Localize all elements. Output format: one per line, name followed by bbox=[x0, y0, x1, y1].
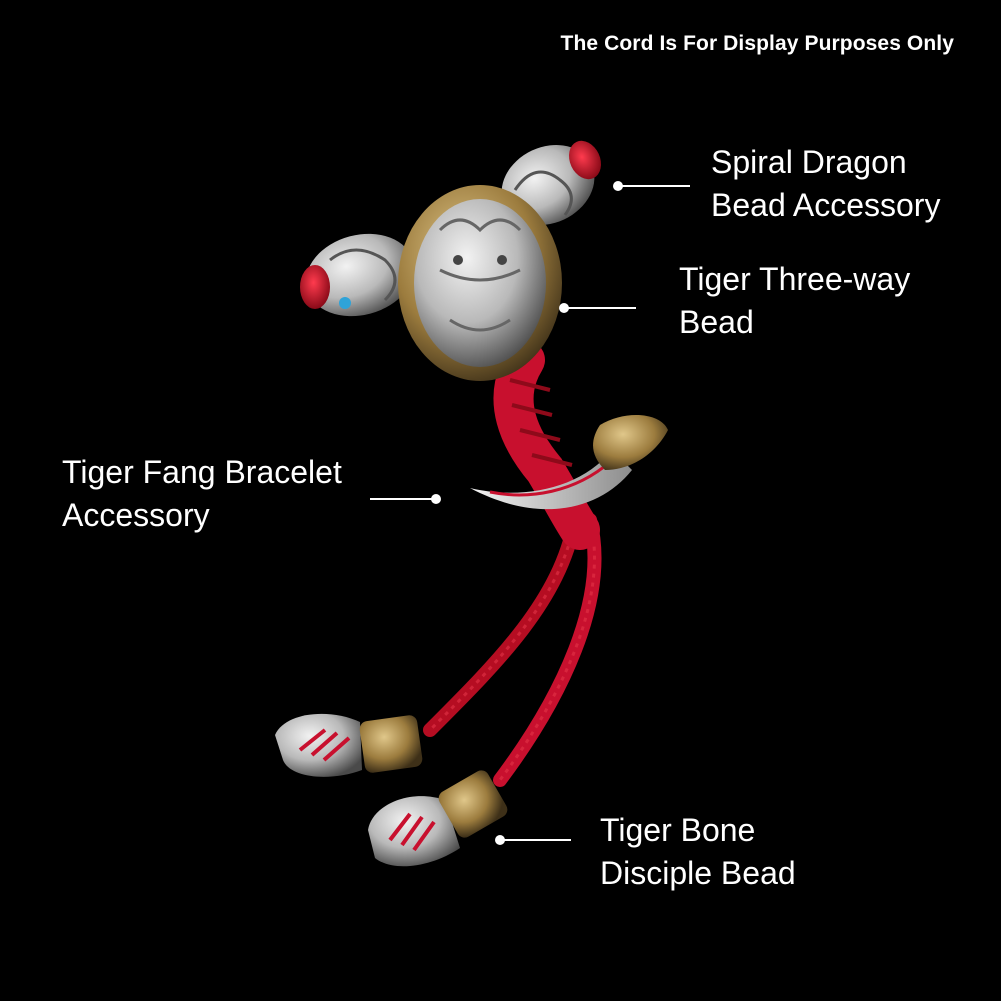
label-line-2: Disciple Bead bbox=[600, 855, 796, 891]
label-line-2: Bead bbox=[679, 304, 754, 340]
label-spiral-dragon-bead: Spiral Dragon Bead Accessory bbox=[711, 141, 940, 227]
red-cord bbox=[423, 513, 602, 787]
label-tiger-fang-accessory: Tiger Fang Bracelet Accessory bbox=[62, 451, 342, 537]
leader-line-bone bbox=[495, 835, 571, 845]
label-line-2: Bead Accessory bbox=[711, 187, 941, 223]
label-line-2: Accessory bbox=[62, 497, 210, 533]
tiger-bone-bead-lower bbox=[368, 770, 508, 867]
label-line-1: Tiger Fang Bracelet bbox=[62, 454, 342, 490]
label-line-1: Tiger Bone bbox=[600, 812, 756, 848]
leader-line-three-way bbox=[559, 303, 636, 313]
leader-line-dragon bbox=[613, 181, 690, 191]
display-notice: The Cord Is For Display Purposes Only bbox=[560, 32, 954, 55]
label-tiger-three-way-bead: Tiger Three-way Bead bbox=[679, 258, 910, 344]
tiger-fang-accessory bbox=[470, 414, 668, 510]
spiral-dragon-bead-left bbox=[300, 233, 415, 317]
knotted-cord bbox=[493, 340, 600, 550]
label-line-1: Tiger Three-way bbox=[679, 261, 911, 297]
tiger-three-way-bead bbox=[398, 185, 562, 381]
leader-line-fang bbox=[370, 494, 441, 504]
tiger-bone-bead-upper bbox=[275, 713, 423, 777]
label-line-1: Spiral Dragon bbox=[711, 144, 907, 180]
label-tiger-bone-bead: Tiger Bone Disciple Bead bbox=[600, 809, 796, 895]
